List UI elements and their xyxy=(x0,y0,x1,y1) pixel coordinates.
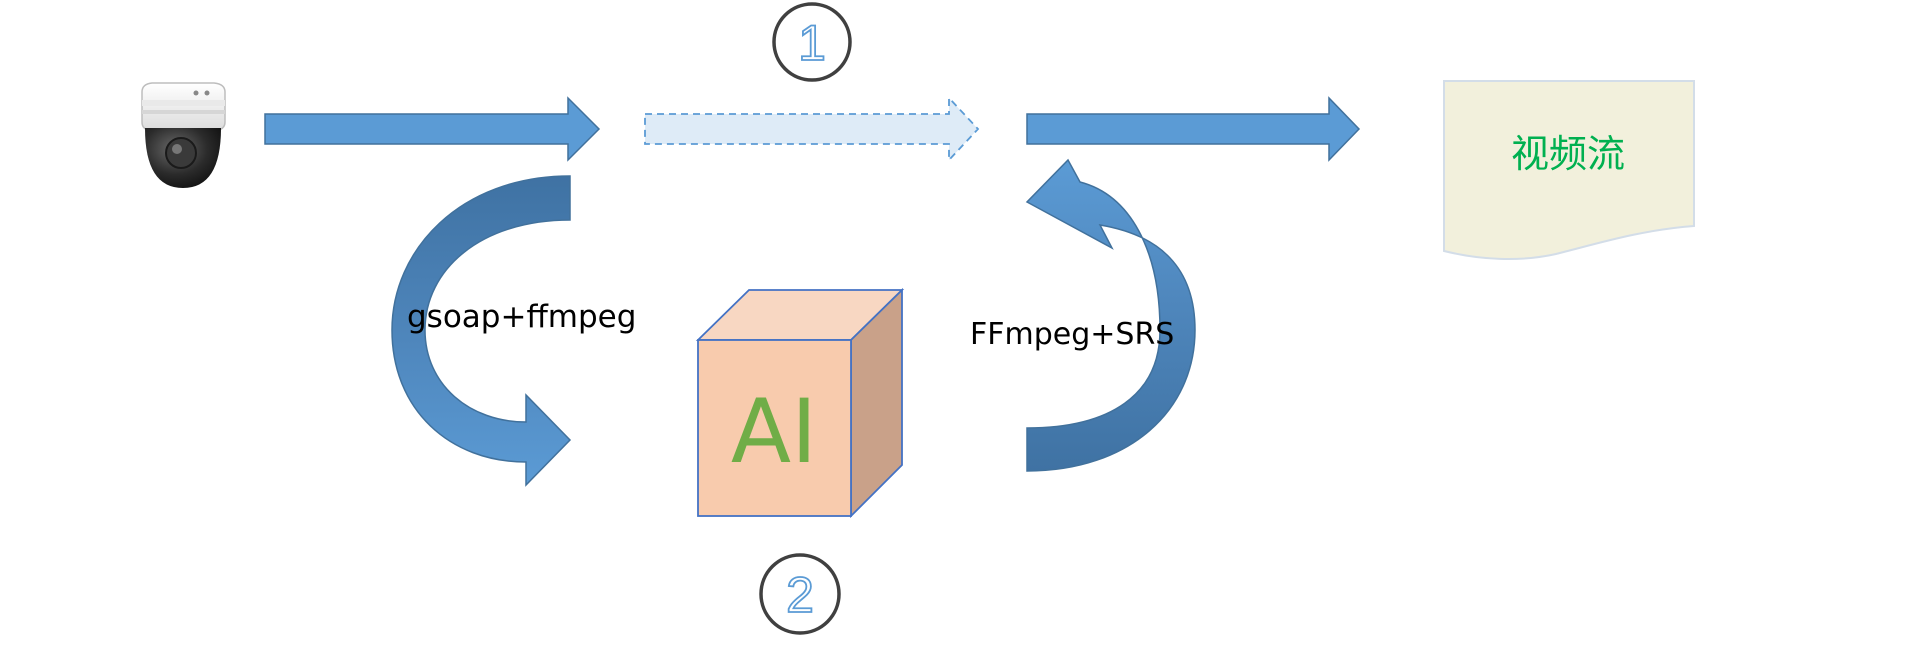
ai-cube: AI xyxy=(695,287,905,519)
dashed-bypass-arrow xyxy=(644,95,980,163)
ai-cube-front xyxy=(697,339,852,517)
step-marker-2: 2 xyxy=(759,553,841,635)
curved-arrow-to-ai xyxy=(391,175,572,487)
video-stream-document: 视频流 xyxy=(1443,80,1695,260)
left-flow-label: gsoap+ffmpeg xyxy=(407,299,636,335)
right-flow-label: FFmpeg+SRS xyxy=(970,317,1174,352)
step-marker-1: 1 xyxy=(772,2,852,82)
video-stream-label: 视频流 xyxy=(1511,132,1625,176)
curved-arrow-from-ai xyxy=(1025,158,1196,472)
arrow-to-output xyxy=(1026,96,1361,162)
ai-label: AI xyxy=(731,380,817,483)
arrow-camera-to-stage xyxy=(264,96,601,162)
step-marker-1-number: 1 xyxy=(798,15,826,71)
ip-camera-icon xyxy=(141,82,226,188)
step-marker-2-number: 2 xyxy=(786,567,814,623)
